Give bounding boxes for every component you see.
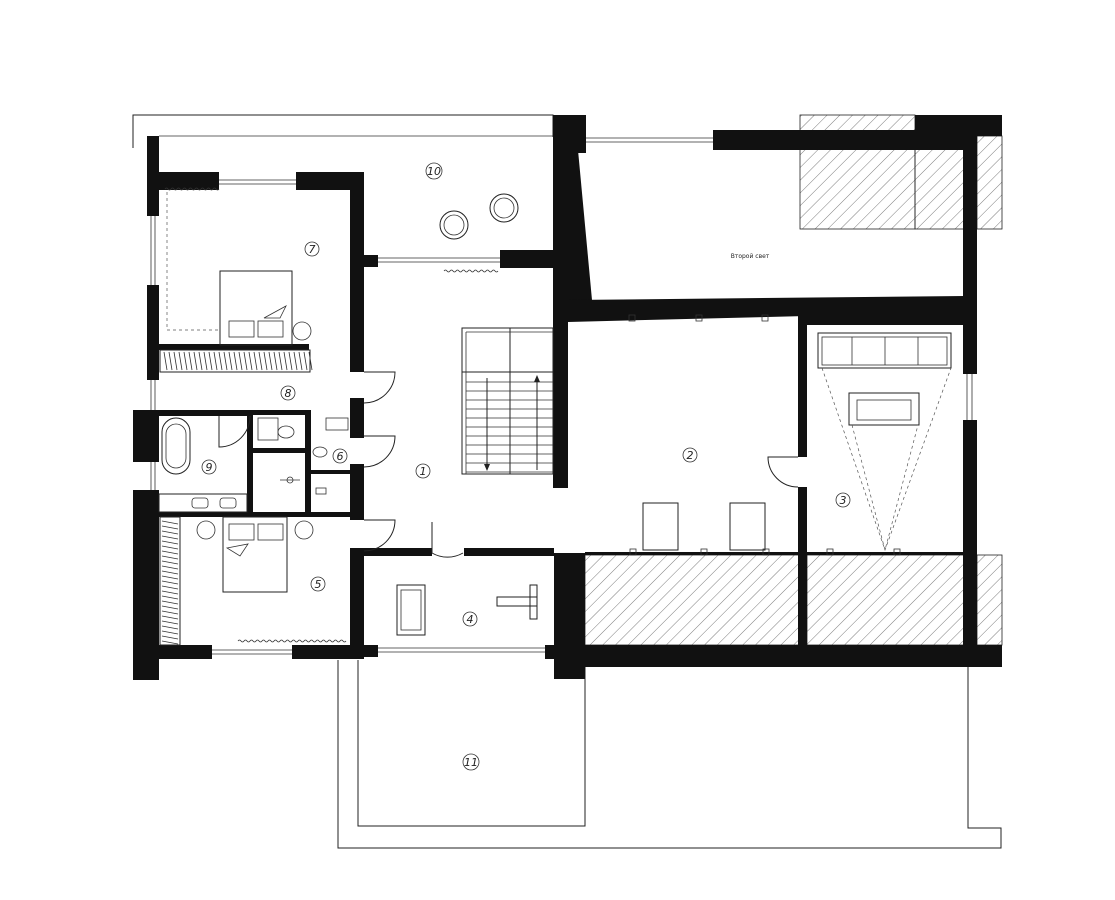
room-label-4: 4: [462, 611, 478, 627]
room-label-9: 9: [201, 459, 217, 475]
stair: [461, 327, 554, 475]
room-label-6: 6: [332, 448, 348, 464]
room-label-5: 5: [310, 576, 326, 592]
room-label-11: 11: [462, 753, 480, 771]
void-note: Второй свет: [731, 253, 770, 260]
svg-text:7: 7: [309, 243, 316, 256]
svg-text:5: 5: [315, 578, 322, 591]
walls: [133, 115, 1002, 680]
svg-text:4: 4: [467, 613, 474, 626]
svg-text:9: 9: [206, 461, 213, 474]
room-labels: 1 2 3 4 5 6 7 8: [201, 162, 851, 771]
svg-text:3: 3: [840, 494, 847, 507]
windows: [150, 135, 973, 655]
svg-text:2: 2: [687, 449, 694, 462]
svg-text:10: 10: [427, 165, 441, 178]
room-label-3: 3: [835, 492, 851, 508]
room-label-10: 10: [425, 162, 443, 180]
room-label-7: 7: [304, 241, 320, 257]
doors: [218, 371, 799, 558]
svg-text:11: 11: [464, 756, 478, 769]
svg-text:8: 8: [285, 387, 292, 400]
room-label-2: 2: [682, 447, 698, 463]
hatched-zones: [584, 114, 1003, 646]
room-label-8: 8: [280, 385, 296, 401]
furniture: [158, 187, 952, 646]
svg-text:6: 6: [337, 450, 344, 463]
svg-text:1: 1: [420, 465, 427, 478]
room-label-1: 1: [415, 463, 431, 479]
